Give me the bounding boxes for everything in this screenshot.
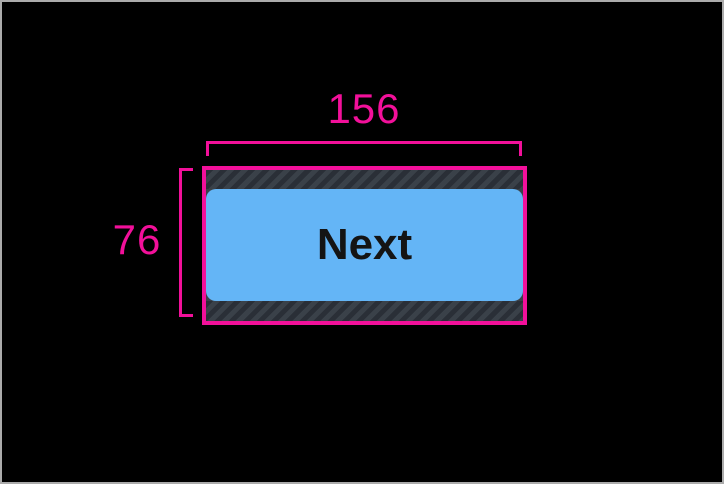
selection-highlight-box: Next (202, 166, 527, 325)
width-dimension-label: 156 (327, 85, 401, 132)
width-measure-bracket (206, 141, 522, 156)
height-measure-bracket (179, 168, 193, 317)
next-button[interactable]: Next (206, 189, 523, 301)
height-dimension-label: 76 (112, 216, 162, 263)
padding-hatch-top (206, 170, 523, 189)
next-button-label: Next (316, 220, 413, 269)
padding-hatch-bottom (206, 301, 523, 321)
